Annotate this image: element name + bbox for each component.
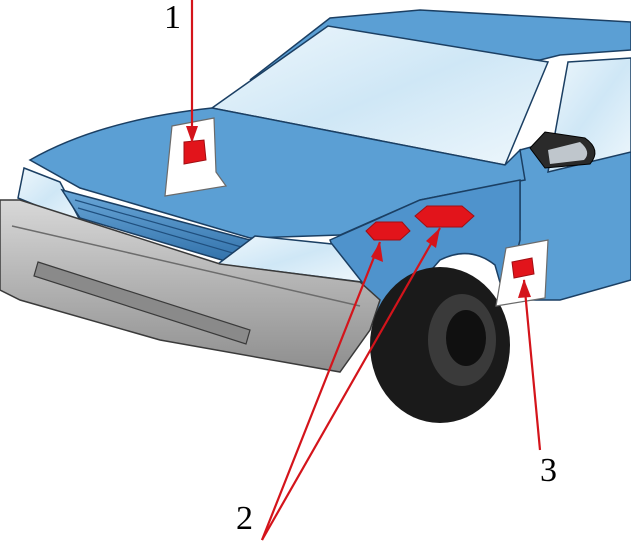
bumper-crease	[11, 225, 361, 307]
leader-arrow-1	[186, 126, 198, 143]
hood-marker	[183, 139, 207, 165]
callout-label-1: 1	[164, 0, 181, 36]
callout-label-2: 2	[236, 500, 253, 537]
mirror-glass	[548, 142, 588, 164]
leader-arrow-2b	[426, 228, 440, 248]
hood-edge-marker-right	[414, 205, 475, 228]
leader-line-2a	[260, 241, 382, 541]
leader-arrow-2a	[371, 242, 383, 262]
front-hub	[446, 310, 486, 366]
hood-edge-marker-left	[365, 221, 411, 241]
leader-arrow-3	[518, 279, 531, 298]
bumper-slot	[33, 261, 251, 345]
callout-label-3: 3	[540, 452, 557, 489]
leader-line-3	[522, 279, 542, 451]
leader-line-2b	[261, 227, 441, 541]
front-bumper	[0, 199, 381, 373]
right-headlight	[216, 235, 364, 283]
fender-marker	[511, 257, 535, 279]
grille-slats	[74, 199, 246, 257]
